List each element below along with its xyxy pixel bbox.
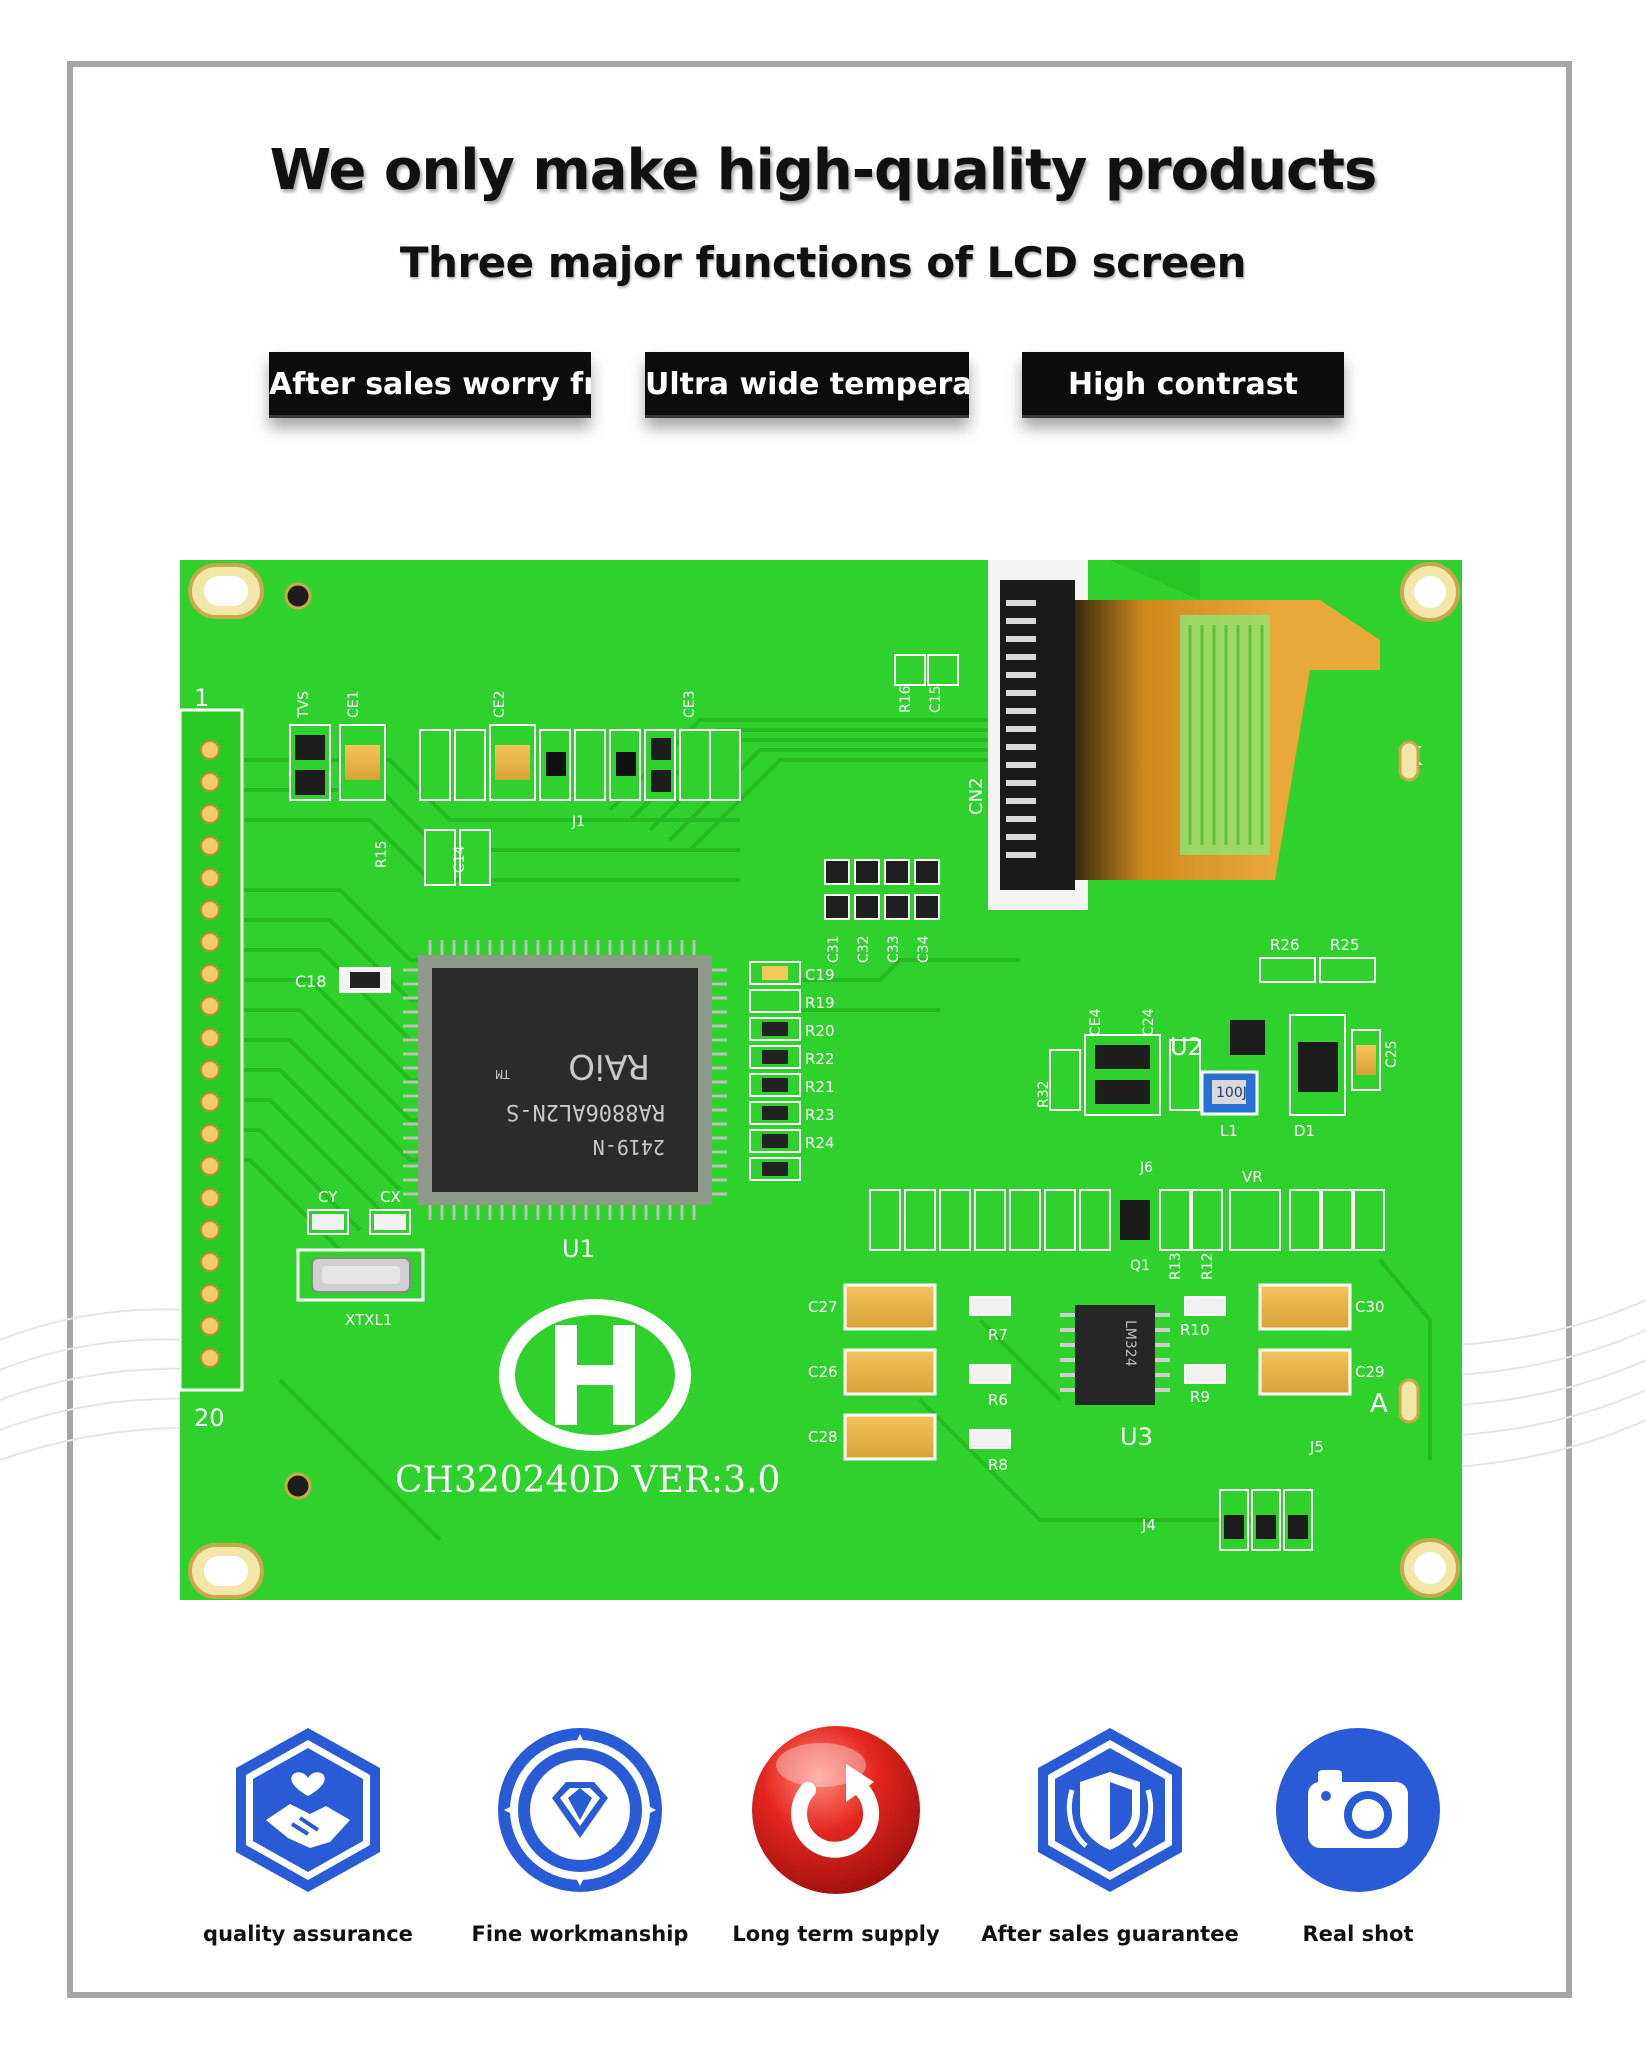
tag-high-contrast: High contrast: [1022, 352, 1344, 418]
ref-r7: R7: [988, 1326, 1008, 1344]
page-title: We only make high-quality products: [269, 138, 1378, 203]
ref-ce1: CE1: [346, 690, 362, 718]
opamp-part: LM324: [1122, 1320, 1138, 1367]
feature-fine-workmanship: Fine workmanship: [450, 1720, 710, 1946]
inductor-ref: L1: [1220, 1122, 1238, 1140]
ref-c24: C24: [1141, 1008, 1157, 1036]
pin-first-label: 1: [194, 684, 209, 712]
opamp-ref: U3: [1120, 1423, 1153, 1451]
ref-c31: C31: [826, 935, 842, 963]
shield-laurel-icon: [1038, 1728, 1182, 1892]
ref-vr: VR: [1242, 1168, 1263, 1186]
feature-long-term-supply: Long term supply: [706, 1720, 966, 1946]
feature-label: Fine workmanship: [471, 1922, 689, 1946]
feature-real-shot: Real shot: [1228, 1720, 1488, 1946]
resistor-bank: [869, 1189, 1385, 1251]
page-subtitle: Three major functions of LCD screen: [399, 238, 1247, 287]
pin-header: [180, 708, 244, 1392]
ref-j4: J4: [1141, 1516, 1156, 1534]
ref-cy: CY: [318, 1188, 338, 1206]
mark-a: A: [1370, 1389, 1388, 1419]
ref-c29: C29: [1355, 1363, 1385, 1381]
chip-brand: RAiO: [568, 1046, 650, 1086]
ref-r25: R25: [1330, 936, 1360, 954]
ref-c26: C26: [808, 1363, 838, 1381]
ref-j1: J1: [571, 814, 585, 830]
feature-label: After sales guarantee: [981, 1922, 1239, 1946]
connector-ref: CN2: [966, 778, 987, 816]
inductor-value: 100J: [1216, 1085, 1247, 1101]
ref-j5: J5: [1309, 1438, 1324, 1456]
pcb-board: 1 20 2419-N RA8806AL2N-S RAiO TM U1: [180, 560, 1462, 1600]
feature-label: Long term supply: [732, 1922, 940, 1946]
regulator-area: [1049, 957, 1381, 1116]
ref-tvs: TVS: [296, 691, 312, 719]
ref-r8: R8: [988, 1456, 1008, 1474]
diamond-icon: [498, 1728, 662, 1892]
tag-wide-temperature: Ultra wide temperature: [645, 352, 969, 418]
ref-r9: R9: [1190, 1388, 1210, 1406]
chip-tm: TM: [496, 1067, 510, 1081]
chip-part: RA8806AL2N-S: [506, 1099, 665, 1124]
controller-chip: 2419-N RA8806AL2N-S RAiO TM: [403, 940, 727, 1220]
ref-r13: R13: [1168, 1252, 1184, 1280]
ref-q1: Q1: [1130, 1258, 1150, 1274]
ref-r10: R10: [1180, 1321, 1210, 1339]
ref-r32: R32: [1036, 1080, 1052, 1108]
ref-c14: C14: [452, 845, 468, 873]
ref-c18: C18: [295, 972, 327, 991]
feature-label: quality assurance: [203, 1922, 413, 1946]
ref-r12: R12: [1200, 1252, 1216, 1280]
ref-r22: R22: [805, 1050, 835, 1068]
ref-c33: C33: [886, 935, 902, 963]
ref-r16: R16: [898, 685, 914, 713]
ref-r24: R24: [805, 1134, 835, 1152]
ref-r19: R19: [805, 994, 835, 1012]
mounting-holes: [188, 562, 1460, 1599]
ref-r6: R6: [988, 1391, 1008, 1409]
ref-r21: R21: [805, 1078, 835, 1096]
reg-ref: U2: [1170, 1033, 1203, 1061]
feature-label: Real shot: [1302, 1922, 1414, 1946]
ref-j6: J6: [1139, 1160, 1153, 1176]
ref-c32: C32: [856, 935, 872, 963]
decoupling-caps: [824, 859, 940, 920]
ref-ce2: CE2: [492, 690, 508, 718]
chip-ref: U1: [562, 1235, 595, 1263]
ref-r15: R15: [374, 840, 390, 868]
ref-ce3: CE3: [682, 690, 698, 718]
diode-ref: D1: [1294, 1122, 1315, 1140]
ref-c25: C25: [1384, 1040, 1400, 1068]
ref-r26: R26: [1270, 936, 1300, 954]
crystal: [296, 1209, 425, 1302]
ref-ce4: CE4: [1088, 1008, 1104, 1036]
handshake-heart-icon: [236, 1728, 380, 1892]
ref-c28: C28: [808, 1428, 838, 1446]
ref-r20: R20: [805, 1022, 835, 1040]
feature-after-sales-guarantee: After sales guarantee: [980, 1720, 1240, 1946]
feature-quality-assurance: quality assurance: [178, 1720, 438, 1946]
pin-last-label: 20: [194, 1404, 225, 1432]
ref-c30: C30: [1355, 1298, 1385, 1316]
tantalum-caps: [843, 1283, 1352, 1461]
ref-c15: C15: [928, 685, 944, 713]
opamp-chip: LM324: [1060, 1305, 1170, 1405]
ref-c19: C19: [805, 966, 835, 984]
chip-lot: 2419-N: [593, 1135, 665, 1159]
tag-after-sales: After sales worry free: [269, 352, 591, 418]
ref-r23: R23: [805, 1106, 835, 1124]
fpc-connector: [988, 560, 1380, 910]
crystal-ref: XTXL1: [345, 1311, 392, 1329]
ref-c27: C27: [808, 1298, 838, 1316]
camera-icon: [1276, 1728, 1440, 1892]
board-logo-icon: [499, 1299, 691, 1451]
ref-c34: C34: [916, 935, 932, 963]
board-model: CH320240D VER:3.0: [395, 1460, 780, 1501]
refresh-arrow-icon: [752, 1726, 920, 1894]
ref-cx: CX: [380, 1188, 401, 1206]
